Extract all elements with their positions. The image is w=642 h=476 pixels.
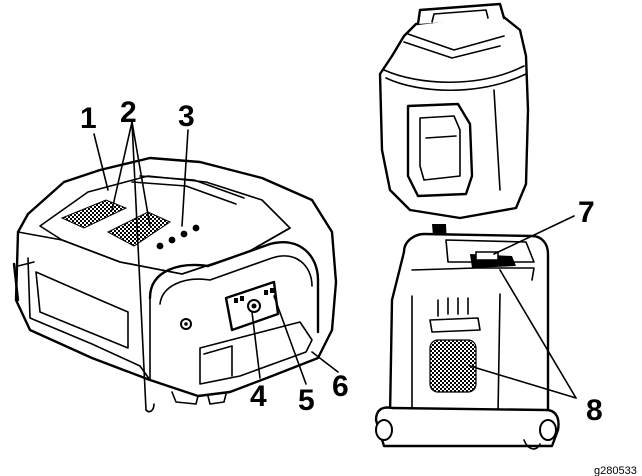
vent-mesh-left	[60, 199, 128, 229]
vent-mesh-right	[106, 211, 172, 247]
indicator-light-3	[180, 230, 188, 238]
callout-2: 2	[120, 96, 137, 129]
charger-vent-mesh	[429, 339, 477, 393]
callout-8: 8	[586, 394, 603, 427]
battery-lifted	[378, 2, 530, 220]
indicator-light-4	[192, 224, 200, 232]
indicator-light-2	[168, 236, 176, 244]
figure-id: g280533	[594, 465, 637, 476]
battery-pack	[12, 156, 338, 405]
callout-7: 7	[578, 196, 595, 229]
leader-lines	[93, 121, 577, 450]
callout-6: 6	[332, 370, 349, 403]
callout-3: 3	[178, 100, 195, 133]
callout-5: 5	[298, 384, 315, 417]
callout-4: 4	[250, 380, 267, 413]
charger	[374, 232, 560, 448]
callout-1: 1	[80, 102, 97, 135]
charging-terminal	[475, 251, 499, 261]
status-panel	[224, 280, 280, 332]
indicator-light-1	[156, 242, 164, 250]
